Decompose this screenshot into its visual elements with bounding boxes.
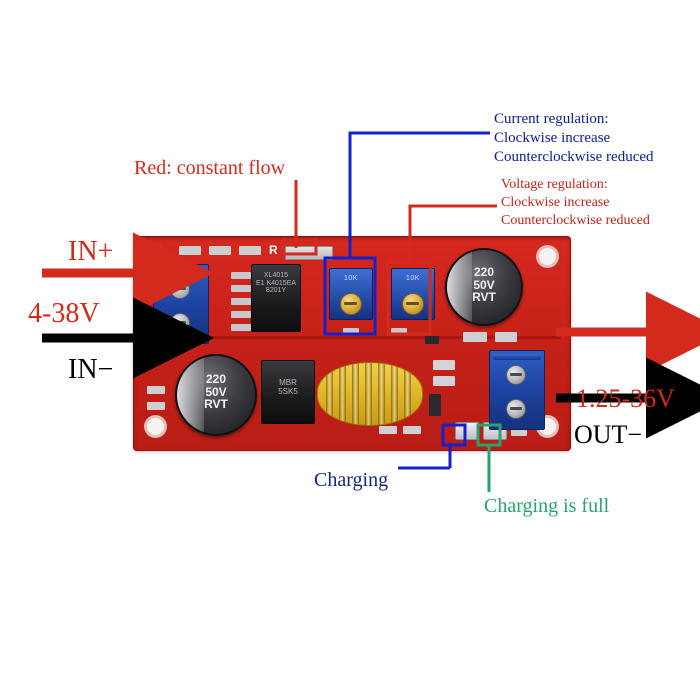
current-regulation-line3: Counterclockwise reduced — [494, 149, 654, 166]
mounting-hole-top-left — [147, 248, 164, 265]
solder-pad-e — [147, 402, 165, 410]
current-regulation-potentiometer[interactable]: 10K — [329, 268, 373, 320]
output-terminal-screw-minus[interactable] — [506, 399, 526, 419]
ic-leg-2 — [231, 285, 251, 292]
output-minus-label: OUT− — [574, 420, 643, 449]
input-minus-label: IN− — [68, 354, 114, 385]
ic-leg-3 — [231, 298, 251, 305]
current-regulation-line1: Current regulation: — [494, 111, 609, 127]
current-pot-label: 10K — [344, 275, 358, 282]
input-terminal-wall — [157, 268, 205, 274]
inductor-coil — [378, 363, 385, 425]
output-terminal-screw-plus[interactable] — [506, 365, 526, 385]
smd-component — [403, 426, 421, 434]
input-plus-label: IN+ — [68, 236, 114, 267]
voltage-pot-dial[interactable] — [402, 293, 424, 315]
smd-component — [391, 328, 407, 334]
voltage-regulation-potentiometer[interactable]: 10K — [391, 268, 435, 320]
trace-center — [141, 336, 561, 339]
smd-component — [463, 332, 487, 342]
smd-component — [433, 360, 455, 370]
output-terminal-block[interactable] — [489, 350, 545, 430]
voltage-regulation-line3: Counterclockwise reduced — [501, 212, 650, 228]
ic-leg-4 — [231, 311, 251, 318]
voltage-regulation-line2: Clockwise increase — [501, 194, 610, 210]
charging-annotation: Charging — [314, 469, 389, 491]
input-terminal-block[interactable] — [153, 264, 209, 344]
solder-pad-b — [209, 246, 231, 255]
resistor-label-R: R — [269, 243, 278, 257]
input-terminal-screw-plus[interactable] — [170, 279, 190, 299]
current-regulation-annotation: Current regulation: Clockwise increase C… — [494, 110, 654, 168]
voltage-pot-label: 10K — [406, 275, 420, 282]
inductor-coil — [365, 363, 372, 425]
smd-component — [425, 336, 439, 344]
solder-pad-a — [179, 246, 201, 255]
red-constant-flow-annotation: Red: constant flow — [134, 157, 286, 179]
smd-component — [495, 332, 517, 342]
solder-pad-d — [147, 386, 165, 394]
output-voltage-label: 1.25-36V — [576, 384, 675, 413]
charging-led — [455, 422, 479, 440]
ic-leg-1 — [231, 272, 251, 279]
mounting-hole-top-right — [539, 248, 556, 265]
voltage-regulation-line1: Voltage regulation: — [501, 177, 608, 192]
smd-component — [343, 328, 359, 334]
inductor-coil — [391, 363, 398, 425]
current-pot-dial[interactable] — [340, 293, 362, 315]
output-terminal-wall — [493, 354, 541, 360]
current-regulation-line2: Clockwise increase — [494, 130, 611, 147]
inductor-coil — [339, 363, 346, 425]
mounting-hole-bottom-left — [147, 418, 164, 435]
input-voltage-label: 4-38V — [28, 298, 100, 329]
smd-component — [379, 426, 397, 434]
inductor-coil — [404, 363, 411, 425]
ic-leg-5 — [231, 324, 251, 331]
charging-full-annotation: Charging is full — [484, 495, 610, 517]
smd-component — [429, 394, 441, 416]
inductor-coil — [326, 363, 333, 425]
toroidal-inductor — [317, 362, 423, 426]
smd-component — [433, 376, 455, 386]
voltage-regulation-annotation: Voltage regulation: Clockwise increase C… — [501, 176, 650, 230]
resistor-R — [285, 246, 333, 260]
capacitor-band-out — [447, 250, 473, 324]
inductor-coil — [352, 363, 359, 425]
solder-pad-c — [239, 246, 261, 255]
input-terminal-screw-minus[interactable] — [170, 313, 190, 333]
